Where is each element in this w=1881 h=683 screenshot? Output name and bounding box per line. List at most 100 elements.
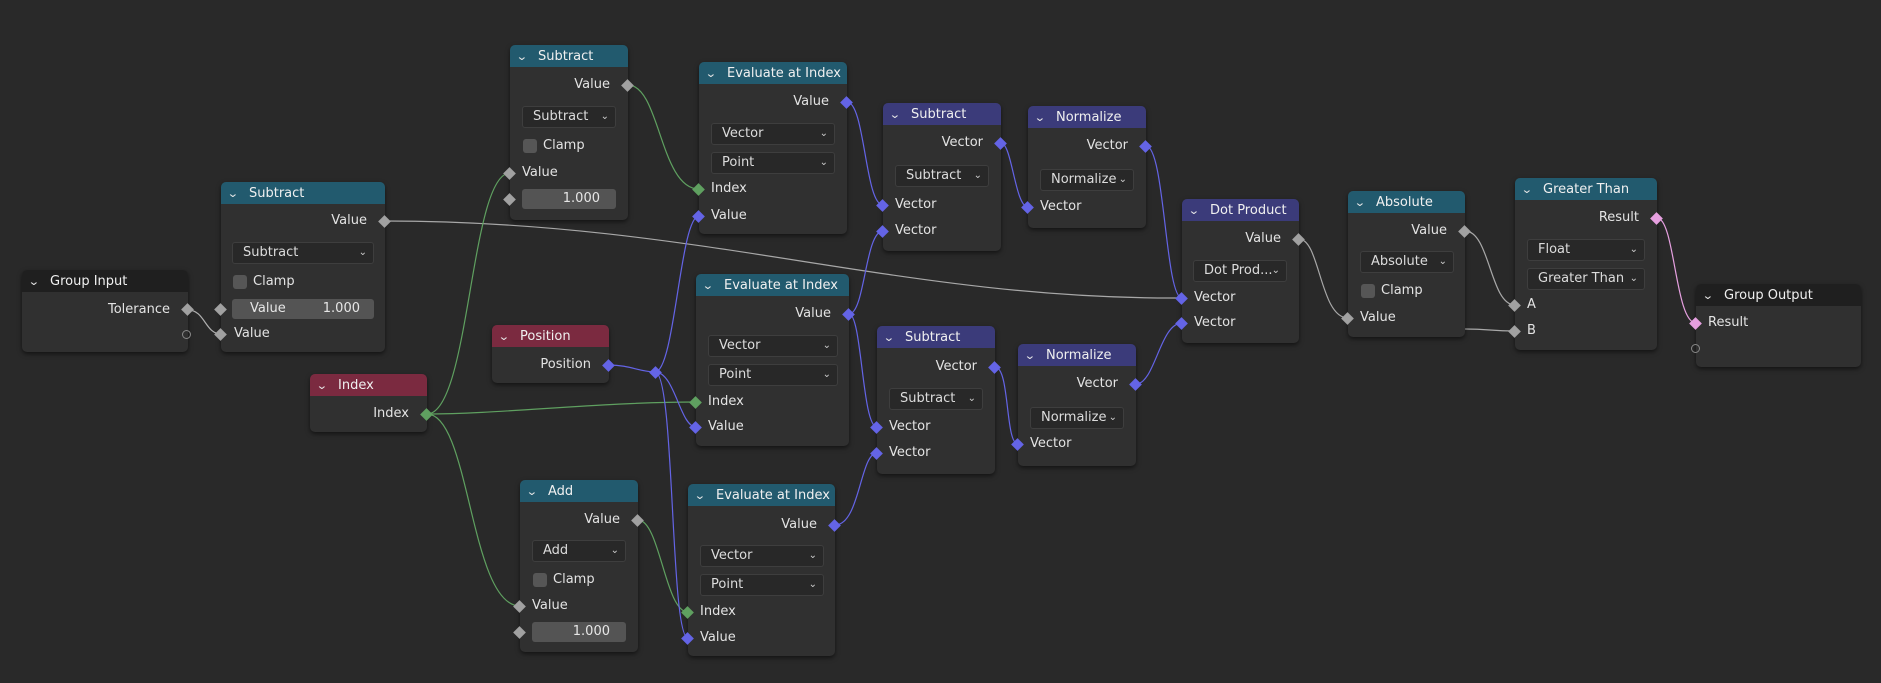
socket-label: Value	[1411, 223, 1447, 238]
socket-label: Value	[793, 94, 829, 109]
field-label: Value	[250, 301, 286, 316]
chevron-down-icon[interactable]: ⌄	[226, 186, 239, 200]
chevron-down-icon[interactable]: ⌄	[693, 488, 706, 502]
dot-product-node[interactable]: ⌄Dot Product Value Dot Prod...⌄ Vector V…	[1182, 199, 1299, 343]
subtract-header[interactable]: ⌄Subtract	[510, 45, 628, 67]
socket-label: Index	[708, 394, 744, 409]
clamp-checkbox[interactable]	[233, 275, 247, 289]
operation-dropdown[interactable]: Absolute⌄	[1360, 251, 1454, 273]
evaluate-header[interactable]: ⌄Evaluate at Index	[696, 274, 849, 296]
greater-than-node[interactable]: ⌄Greater Than Result Float⌄ Greater Than…	[1515, 178, 1657, 350]
chevron-down-icon[interactable]: ⌄	[1187, 203, 1200, 217]
position-header[interactable]: ⌄Position	[492, 325, 609, 347]
evaluate-header[interactable]: ⌄Evaluate at Index	[688, 484, 835, 506]
type-dropdown[interactable]: Vector⌄	[711, 123, 835, 145]
value-field[interactable]: 1.000	[532, 622, 626, 642]
value-field[interactable]: 1.000	[522, 189, 616, 209]
operation-dropdown[interactable]: Subtract⌄	[522, 106, 616, 128]
value-input: Value	[688, 628, 835, 648]
chevron-down-icon[interactable]: ⌄	[701, 278, 714, 292]
group-input-empty-socket[interactable]	[182, 330, 191, 339]
node-title: Absolute	[1376, 194, 1433, 210]
socket-label: Vector	[895, 197, 937, 212]
vector-input-2: Vector	[877, 443, 995, 463]
clamp-checkbox[interactable]	[533, 573, 547, 587]
vector-subtract-header[interactable]: ⌄Subtract	[883, 103, 1001, 125]
chevron-down-icon[interactable]: ⌄	[1520, 182, 1533, 196]
operation-dropdown[interactable]: Greater Than⌄	[1527, 268, 1645, 290]
normalize-node-1[interactable]: ⌄Normalize Vector Normalize⌄ Vector	[1028, 106, 1146, 228]
clamp-checkbox[interactable]	[1361, 284, 1375, 298]
vector-subtract-header[interactable]: ⌄Subtract	[877, 326, 995, 348]
chevron-down-icon[interactable]: ⌄	[315, 378, 328, 392]
index-node[interactable]: ⌄ Index Index	[310, 374, 427, 432]
operation-dropdown[interactable]: Subtract⌄	[232, 242, 374, 264]
normalize-header[interactable]: ⌄Normalize	[1018, 344, 1136, 366]
operation-dropdown[interactable]: Normalize⌄	[1040, 169, 1134, 191]
subtract-node-top[interactable]: ⌄Subtract Value Subtract⌄ Clamp Value 1.…	[510, 45, 628, 220]
node-title: Index	[338, 377, 374, 393]
add-header[interactable]: ⌄Add	[520, 480, 638, 502]
normalize-node-2[interactable]: ⌄Normalize Vector Normalize⌄ Vector	[1018, 344, 1136, 466]
chevron-down-icon[interactable]: ⌄	[1353, 195, 1366, 209]
operation-dropdown[interactable]: Add⌄	[532, 540, 626, 562]
operation-dropdown[interactable]: Dot Prod...⌄	[1193, 260, 1287, 282]
domain-dropdown[interactable]: Point⌄	[708, 364, 838, 386]
socket-label: Result	[1708, 315, 1749, 330]
index-header[interactable]: ⌄ Index	[310, 374, 427, 396]
evaluate-header[interactable]: ⌄Evaluate at Index	[699, 62, 847, 84]
group-output-node[interactable]: ⌄Group Output Result	[1696, 284, 1861, 367]
data-type-dropdown[interactable]: Float⌄	[1527, 239, 1645, 261]
operation-dropdown[interactable]: Normalize⌄	[1030, 407, 1124, 429]
absolute-node[interactable]: ⌄Absolute Value Absolute⌄ Clamp Value	[1348, 191, 1465, 337]
node-title: Subtract	[249, 185, 305, 201]
group-output-header[interactable]: ⌄Group Output	[1696, 284, 1861, 306]
position-node[interactable]: ⌄Position Position	[492, 325, 609, 383]
group-input-node[interactable]: ⌄Group Input Tolerance	[22, 270, 188, 352]
value-input: Value	[520, 596, 638, 616]
chevron-down-icon[interactable]: ⌄	[525, 484, 538, 498]
chevron-down-icon: ⌄	[973, 170, 982, 181]
chevron-down-icon[interactable]: ⌄	[888, 107, 901, 121]
clamp-label: Clamp	[520, 570, 638, 590]
operation-dropdown[interactable]: Subtract⌄	[895, 165, 989, 187]
clamp-checkbox[interactable]	[523, 139, 537, 153]
domain-dropdown[interactable]: Point⌄	[711, 152, 835, 174]
dropdown-value: Point	[711, 577, 744, 592]
socket-label: Position	[540, 357, 591, 372]
normalize-header[interactable]: ⌄Normalize	[1028, 106, 1146, 128]
value-output: Value	[520, 510, 638, 530]
position-output: Position	[492, 355, 609, 375]
chevron-down-icon[interactable]: ⌄	[1023, 348, 1036, 362]
vector-input: Vector	[1018, 434, 1136, 454]
evaluate-at-index-node-2[interactable]: ⌄Evaluate at Index Value Vector⌄ Point⌄ …	[696, 274, 849, 446]
vector-subtract-node-1[interactable]: ⌄Subtract Vector Subtract⌄ Vector Vector	[883, 103, 1001, 251]
type-dropdown[interactable]: Vector⌄	[708, 335, 838, 357]
operation-dropdown[interactable]: Subtract⌄	[889, 388, 983, 410]
type-dropdown[interactable]: Vector⌄	[700, 545, 824, 567]
dot-product-header[interactable]: ⌄Dot Product	[1182, 199, 1299, 221]
chevron-down-icon[interactable]: ⌄	[497, 329, 510, 343]
chevron-down-icon[interactable]: ⌄	[515, 49, 528, 63]
chevron-down-icon[interactable]: ⌄	[1033, 110, 1046, 124]
absolute-header[interactable]: ⌄ Absolute	[1348, 191, 1465, 213]
evaluate-at-index-node-1[interactable]: ⌄Evaluate at Index Value Vector⌄ Point⌄ …	[699, 62, 847, 234]
clamp-label: Clamp	[221, 272, 385, 292]
vector-input-1: Vector	[883, 195, 1001, 215]
group-output-empty-socket[interactable]	[1691, 344, 1700, 353]
chevron-down-icon[interactable]: ⌄	[1701, 288, 1714, 302]
tolerance-output: Tolerance	[22, 300, 188, 320]
domain-dropdown[interactable]: Point⌄	[700, 574, 824, 596]
subtract-header[interactable]: ⌄ Subtract	[221, 182, 385, 204]
chevron-down-icon[interactable]: ⌄	[882, 330, 895, 344]
chevron-down-icon[interactable]: ⌄	[27, 274, 40, 288]
chevron-down-icon[interactable]: ⌄	[704, 66, 717, 80]
vector-subtract-node-2[interactable]: ⌄Subtract Vector Subtract⌄ Vector Vector	[877, 326, 995, 474]
vector-output: Vector	[883, 133, 1001, 153]
greater-than-header[interactable]: ⌄Greater Than	[1515, 178, 1657, 200]
group-input-header[interactable]: ⌄Group Input	[22, 270, 188, 292]
evaluate-at-index-node-3[interactable]: ⌄Evaluate at Index Value Vector⌄ Point⌄ …	[688, 484, 835, 656]
add-node[interactable]: ⌄Add Value Add⌄ Clamp Value 1.000	[520, 480, 638, 652]
